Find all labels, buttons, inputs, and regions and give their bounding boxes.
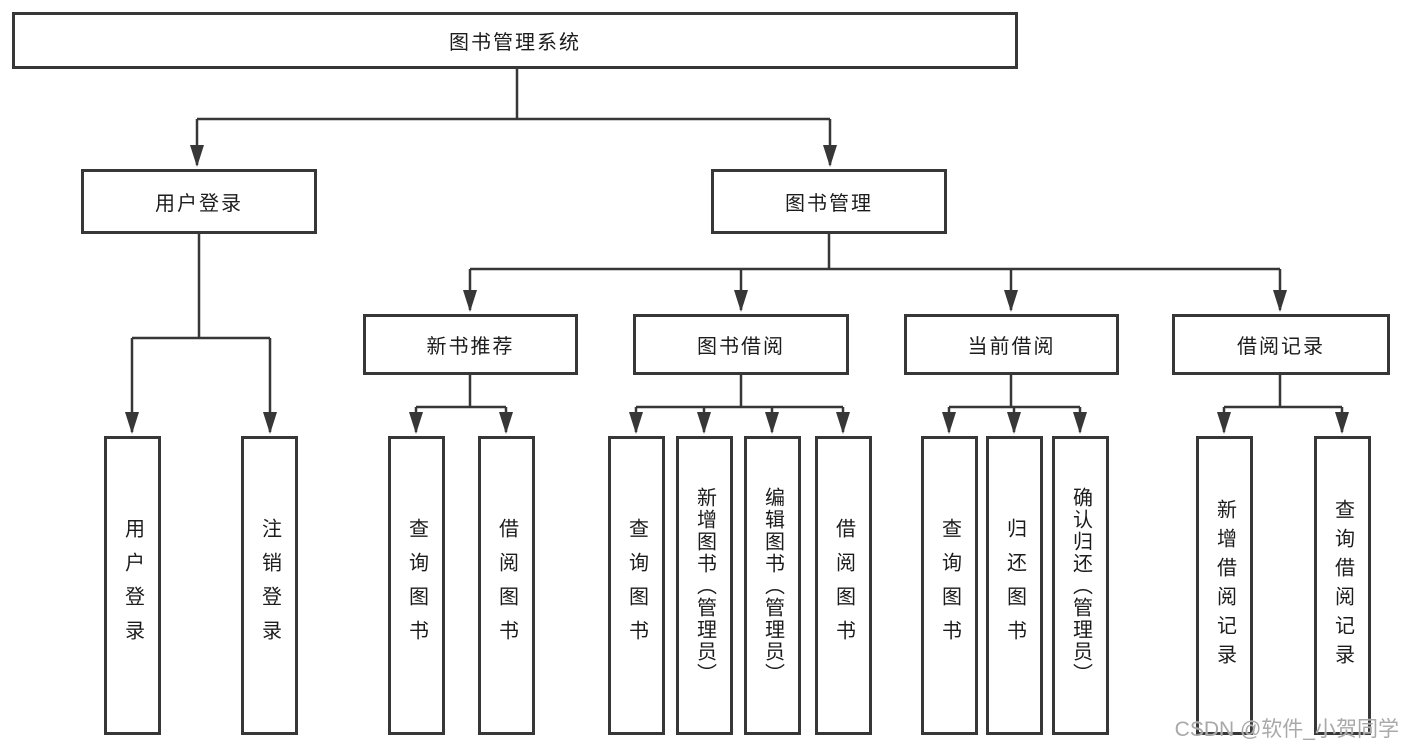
node-book-management-branch: 图书管理 <box>711 169 947 234</box>
node-borrowing-records: 借阅记录 <box>1172 314 1390 375</box>
node-label: 用户登录 <box>155 193 243 215</box>
leaf-edit-books-admin: 编辑图书（管理员） <box>744 436 801 735</box>
leaf-confirm-return-admin: 确认归还（管理员） <box>1052 436 1109 735</box>
node-current-borrowing: 当前借阅 <box>904 314 1119 375</box>
node-system-root: 图书管理系统 <box>12 12 1018 69</box>
node-label: 图书管理 <box>785 193 873 215</box>
node-label: 用户登录 <box>121 517 144 654</box>
node-label: 新增图书（管理员） <box>693 486 716 685</box>
node-label: 查询图书 <box>405 517 428 654</box>
node-label: 当前借阅 <box>967 336 1056 358</box>
leaf-search-books: 查询图书 <box>608 436 665 735</box>
leaf-add-borrow-record: 新增借阅记录 <box>1196 436 1253 735</box>
leaf-return-books: 归还图书 <box>986 436 1043 735</box>
node-label: 注销登录 <box>258 517 281 654</box>
node-label: 借阅图书 <box>832 517 855 654</box>
node-label: 新书推荐 <box>426 336 515 358</box>
node-label: 新增借阅记录 <box>1213 498 1236 673</box>
node-new-book-recommend: 新书推荐 <box>363 314 578 375</box>
node-label: 查询借阅记录 <box>1331 498 1354 673</box>
node-label: 图书借阅 <box>697 336 785 358</box>
node-label: 归还图书 <box>1003 517 1026 654</box>
node-label: 借阅图书 <box>495 517 518 654</box>
leaf-user-login: 用户登录 <box>104 436 161 735</box>
node-label: 编辑图书（管理员） <box>761 486 784 685</box>
node-book-borrowing: 图书借阅 <box>633 314 849 375</box>
node-label: 确认归还（管理员） <box>1069 486 1092 685</box>
leaf-borrow-books: 借阅图书 <box>815 436 872 735</box>
leaf-search-borrow-record: 查询借阅记录 <box>1314 436 1371 735</box>
leaf-search-books: 查询图书 <box>388 436 445 735</box>
leaf-add-books-admin: 新增图书（管理员） <box>676 436 733 735</box>
node-label: 借阅记录 <box>1237 336 1325 358</box>
node-user-login-branch: 用户登录 <box>81 169 317 234</box>
node-label: 图书管理系统 <box>449 32 581 54</box>
leaf-logout: 注销登录 <box>241 436 298 735</box>
node-label: 查询图书 <box>625 517 648 654</box>
csdn-watermark: CSDN @软件_小贺同学 <box>1174 718 1399 741</box>
leaf-borrow-books: 借阅图书 <box>478 436 535 735</box>
node-label: 查询图书 <box>938 517 961 654</box>
leaf-search-books: 查询图书 <box>921 436 978 735</box>
